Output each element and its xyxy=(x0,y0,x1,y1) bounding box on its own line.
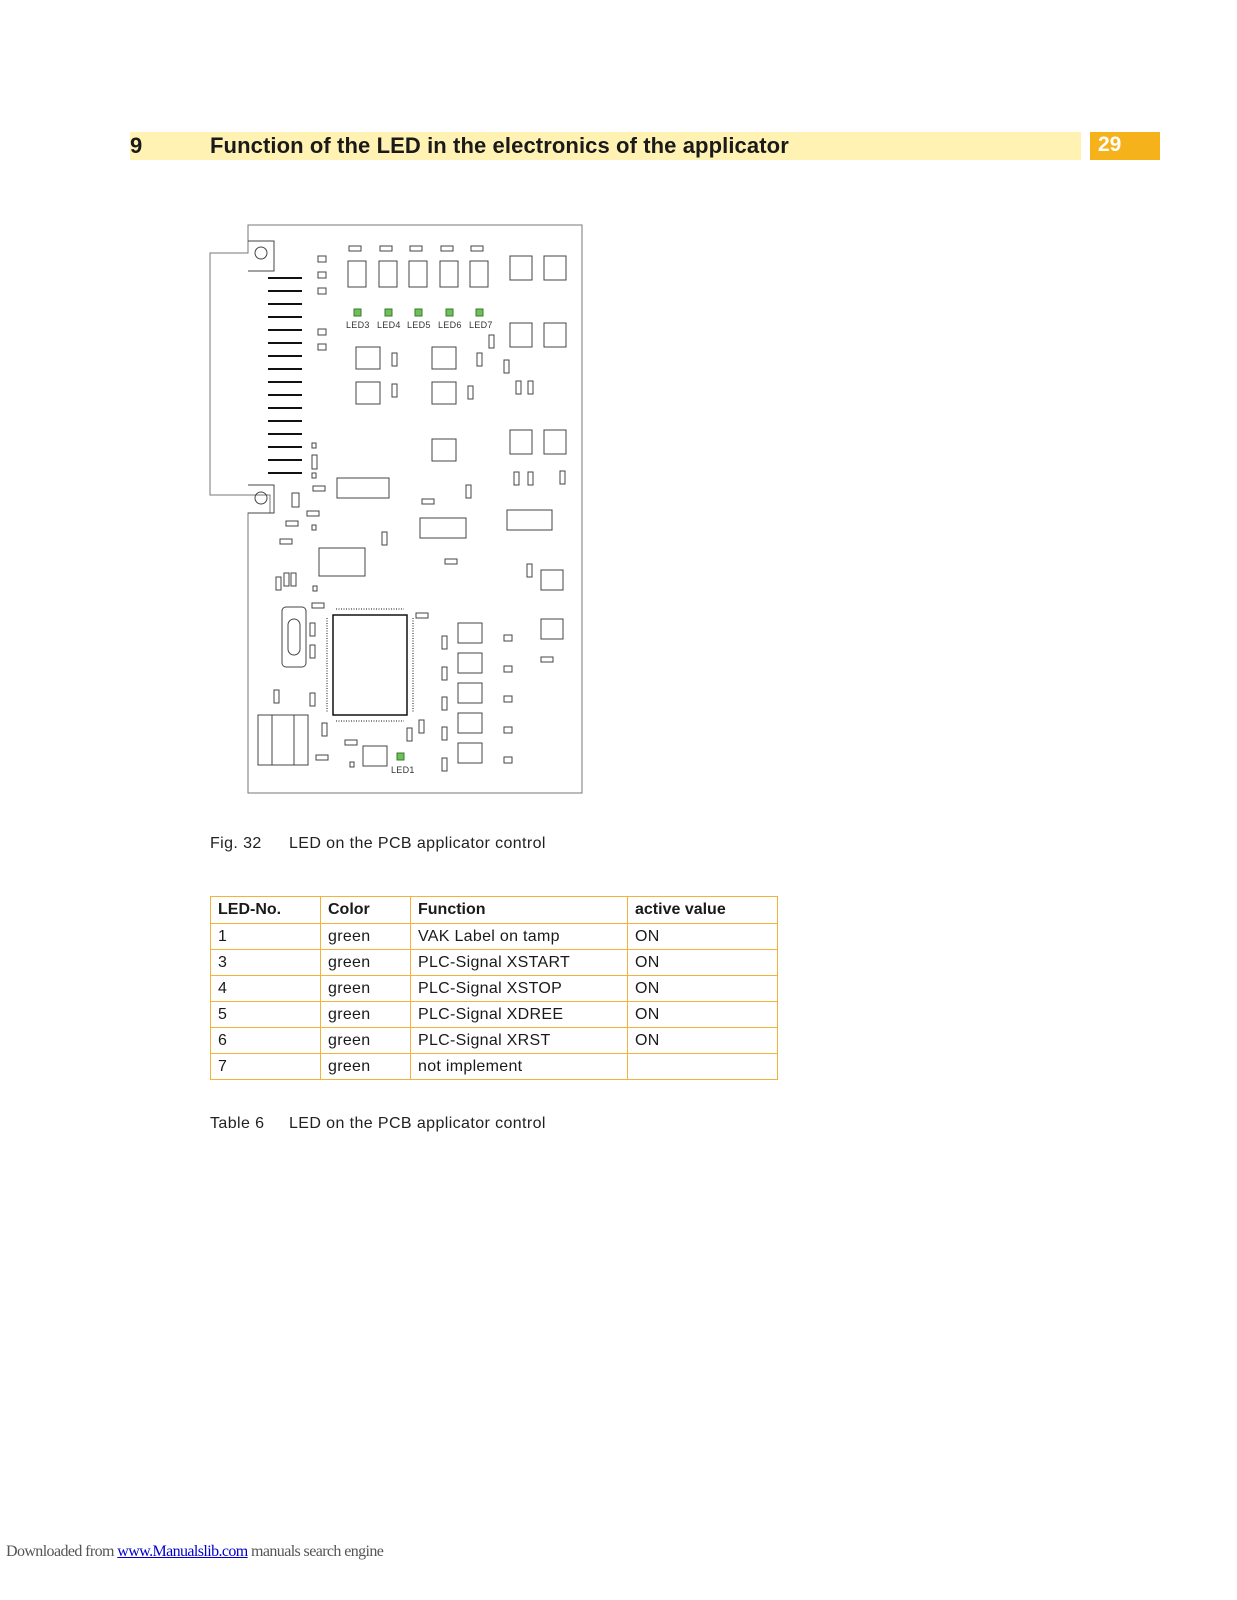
relay-block xyxy=(257,714,309,766)
ic-2 xyxy=(419,517,467,539)
table-row: 1 green VAK Label on tamp ON xyxy=(210,923,778,950)
table-row: 4 green PLC-Signal XSTOP ON xyxy=(210,975,778,1002)
cell-color: green xyxy=(320,1027,411,1054)
cell-color: green xyxy=(320,975,411,1002)
table-caption-label: Table 6 xyxy=(210,1115,265,1132)
table-caption: Table 6 LED on the PCB applicator control xyxy=(210,1115,546,1133)
cell-function: VAK Label on tamp xyxy=(410,923,628,950)
ic-1 xyxy=(336,477,390,499)
cell-color: green xyxy=(320,1053,411,1080)
mounting-hole-bottom xyxy=(254,491,268,505)
table-caption-text: LED on the PCB applicator control xyxy=(289,1115,546,1132)
led4-label: LED4 xyxy=(377,320,401,330)
led3-label: LED3 xyxy=(346,320,370,330)
cell-function: PLC-Signal XRST xyxy=(410,1027,628,1054)
download-footer: Downloaded from www.Manualslib.com manua… xyxy=(6,1543,384,1561)
table-row: 7 green not implement xyxy=(210,1053,778,1080)
transistor-column-bottom xyxy=(441,622,513,772)
cell-active-value: ON xyxy=(627,949,778,976)
figure-caption-label: Fig. 32 xyxy=(210,835,262,852)
led7-indicator xyxy=(475,308,484,317)
led5-indicator xyxy=(414,308,423,317)
table-row: 6 green PLC-Signal XRST ON xyxy=(210,1027,778,1054)
header-active-value: active value xyxy=(627,896,778,924)
led4-indicator xyxy=(384,308,393,317)
chapter-title: Function of the LED in the electronics o… xyxy=(210,133,789,158)
cell-color: green xyxy=(320,949,411,976)
edge-connector xyxy=(268,277,302,474)
cell-led-no: 7 xyxy=(210,1053,321,1080)
misc-components xyxy=(273,442,554,768)
chapter-header-band xyxy=(130,132,1081,160)
led5-label: LED5 xyxy=(407,320,431,330)
pcb-diagram: LED3 LED4 LED5 LED6 LED7 xyxy=(209,224,583,794)
ic-3 xyxy=(506,509,553,531)
resistor-row-top xyxy=(317,245,484,351)
ic-5 xyxy=(540,618,564,640)
cell-active-value: ON xyxy=(627,923,778,950)
cell-function: not implement xyxy=(410,1053,628,1080)
cell-led-no: 1 xyxy=(210,923,321,950)
table-row: 5 green PLC-Signal XDREE ON xyxy=(210,1001,778,1028)
header-function: Function xyxy=(410,896,628,924)
page-number: 29 xyxy=(1098,133,1122,156)
cell-color: green xyxy=(320,923,411,950)
header-led-no: LED-No. xyxy=(210,896,321,924)
manualslib-link[interactable]: www.Manualslib.com xyxy=(117,1543,248,1560)
cell-active-value: ON xyxy=(627,1027,778,1054)
led3-indicator xyxy=(353,308,362,317)
cell-active-value: ON xyxy=(627,975,778,1002)
footer-prefix: Downloaded from xyxy=(6,1543,118,1560)
cell-color: green xyxy=(320,1001,411,1028)
table-header-row: LED-No. Color Function active value xyxy=(210,896,778,924)
transistor-group-middle xyxy=(355,334,566,486)
cell-led-no: 5 xyxy=(210,1001,321,1028)
led1-indicator xyxy=(396,752,405,761)
cell-function: PLC-Signal XDREE xyxy=(410,1001,628,1028)
figure-caption: Fig. 32 LED on the PCB applicator control xyxy=(210,835,546,853)
cell-active-value: ON xyxy=(627,1001,778,1028)
led6-label: LED6 xyxy=(438,320,462,330)
led1-label: LED1 xyxy=(391,765,415,775)
led7-label: LED7 xyxy=(469,320,493,330)
cell-led-no: 4 xyxy=(210,975,321,1002)
mounting-hole-top xyxy=(254,246,268,260)
table-row: 3 green PLC-Signal XSTART ON xyxy=(210,949,778,976)
ic-4 xyxy=(540,569,564,591)
chapter-number: 9 xyxy=(130,133,143,158)
optocoupler-right-column xyxy=(509,255,567,455)
page-number-badge: 29 xyxy=(1090,132,1160,160)
led6-indicator xyxy=(445,308,454,317)
cell-function: PLC-Signal XSTART xyxy=(410,949,628,976)
crystal-oscillator xyxy=(281,606,307,668)
microcontroller xyxy=(332,614,408,716)
optocoupler-row xyxy=(347,260,489,288)
cell-led-no: 3 xyxy=(210,949,321,976)
ic-6 xyxy=(362,745,388,767)
led-function-table: LED-No. Color Function active value 1 gr… xyxy=(210,896,778,1080)
footer-suffix: manuals search engine xyxy=(247,1543,384,1560)
cell-led-no: 6 xyxy=(210,1027,321,1054)
figure-caption-text: LED on the PCB applicator control xyxy=(289,835,546,852)
cell-active-value xyxy=(627,1053,778,1080)
header-color: Color xyxy=(320,896,411,924)
cell-function: PLC-Signal XSTOP xyxy=(410,975,628,1002)
